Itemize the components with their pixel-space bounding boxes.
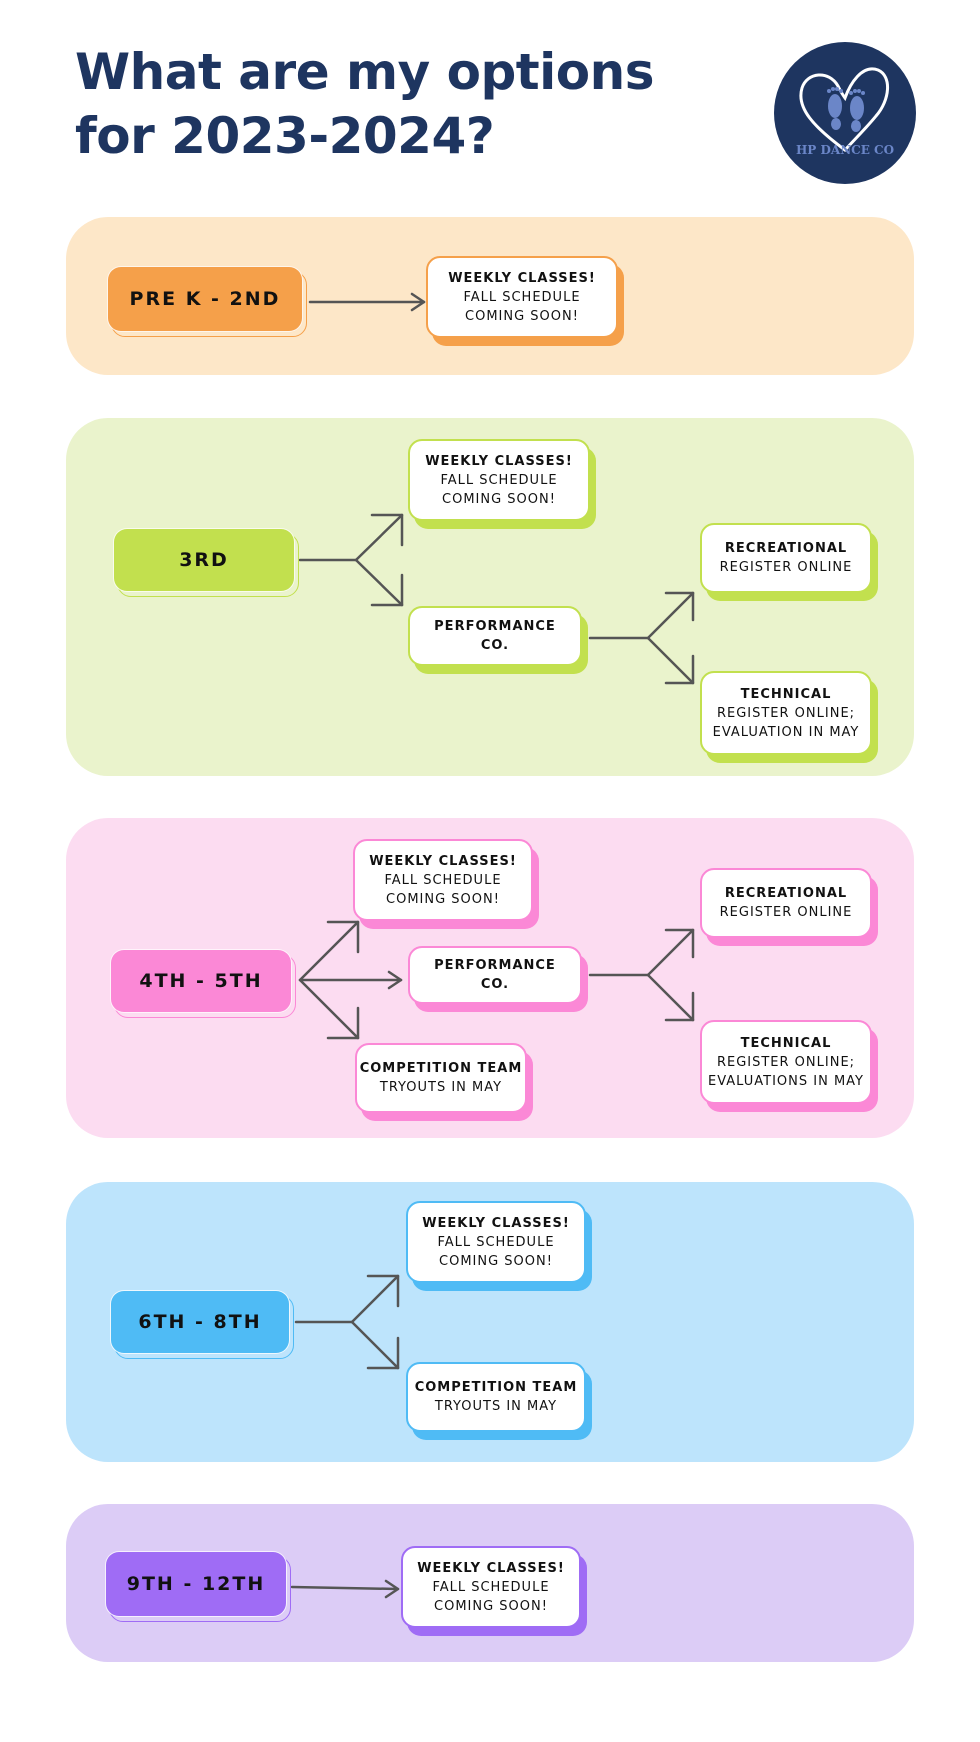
node-line-2: REGISTER ONLINE; <box>716 705 856 721</box>
node-line-3: COMING SOON! <box>439 1253 553 1269</box>
hp-dance-co-logo: HP DANCE CO <box>774 42 916 184</box>
node-line-1: WEEKLY CLASSES! <box>369 853 517 869</box>
node-line-3: COMING SOON! <box>386 891 500 907</box>
grade-label: PRE K - 2ND <box>129 288 281 310</box>
logo-text: HP DANCE CO <box>796 143 894 157</box>
node-4th-5th-weekly-classes: WEEKLY CLASSES! FALL SCHEDULE COMING SOO… <box>353 839 533 921</box>
node-line-2: FALL SCHEDULE <box>432 1579 550 1595</box>
node-3rd-recreational: RECREATIONAL REGISTER ONLINE <box>700 523 872 593</box>
title-line-1: What are my options <box>75 43 655 101</box>
node-4th-5th-technical: TECHNICAL REGISTER ONLINE; EVALUATIONS I… <box>700 1020 872 1104</box>
node-line-2: FALL SCHEDULE <box>384 872 502 888</box>
grade-label: 9TH - 12TH <box>126 1573 266 1595</box>
node-line-1: TECHNICAL <box>740 1035 832 1051</box>
node-line-3: COMING SOON! <box>465 308 579 324</box>
node-line-2: REGISTER ONLINE <box>719 560 853 575</box>
node-line-2: FALL SCHEDULE <box>437 1234 555 1250</box>
node-line-1: WEEKLY CLASSES! <box>422 1215 570 1231</box>
node-6th-8th-weekly-classes: WEEKLY CLASSES! FALL SCHEDULE COMING SOO… <box>406 1201 586 1283</box>
grade-tag-3rd: 3RD <box>113 528 295 592</box>
node-line-2: FALL SCHEDULE <box>440 472 558 488</box>
node-6th-8th-competition-team: COMPETITION TEAM TRYOUTS IN MAY <box>406 1362 586 1432</box>
node-line-3: COMING SOON! <box>434 1598 548 1614</box>
node-line-1: TECHNICAL <box>740 686 832 702</box>
node-line-3: EVALUATIONS IN MAY <box>707 1073 864 1089</box>
node-line-2: CO. <box>480 977 510 992</box>
node-line-2: REGISTER ONLINE <box>719 905 853 920</box>
node-line-1: WEEKLY CLASSES! <box>448 270 596 286</box>
node-line-3: EVALUATION IN MAY <box>712 724 860 740</box>
node-4th-5th-recreational: RECREATIONAL REGISTER ONLINE <box>700 868 872 938</box>
node-4th-5th-performance-co: PERFORMANCE CO. <box>408 946 582 1004</box>
node-line-2: TRYOUTS IN MAY <box>379 1080 503 1095</box>
node-line-1: RECREATIONAL <box>724 886 848 901</box>
node-line-2: CO. <box>480 638 510 653</box>
node-line-2: TRYOUTS IN MAY <box>434 1399 558 1414</box>
grade-tag-9th-12th: 9TH - 12TH <box>105 1551 287 1617</box>
node-line-1: COMPETITION TEAM <box>414 1380 578 1395</box>
grade-tag-prek-2nd: PRE K - 2ND <box>107 266 303 332</box>
node-3rd-performance-co: PERFORMANCE CO. <box>408 606 582 666</box>
title-line-2: for 2023-2024? <box>75 107 495 165</box>
grade-label: 4TH - 5TH <box>139 970 263 992</box>
node-line-2: FALL SCHEDULE <box>463 289 581 305</box>
grade-tag-6th-8th: 6TH - 8TH <box>110 1290 290 1354</box>
node-line-1: RECREATIONAL <box>724 541 848 556</box>
node-line-2: REGISTER ONLINE; <box>716 1054 856 1070</box>
node-4th-5th-competition-team: COMPETITION TEAM TRYOUTS IN MAY <box>355 1043 527 1113</box>
node-line-1: PERFORMANCE <box>434 958 556 973</box>
grade-label: 3RD <box>179 549 229 571</box>
node-3rd-technical: TECHNICAL REGISTER ONLINE; EVALUATION IN… <box>700 671 872 755</box>
grade-label: 6TH - 8TH <box>138 1311 262 1333</box>
node-line-1: WEEKLY CLASSES! <box>417 1560 565 1576</box>
page-title: What are my options for 2023-2024? <box>75 40 655 168</box>
node-prek-weekly-classes: WEEKLY CLASSES! FALL SCHEDULE COMING SOO… <box>426 256 618 338</box>
node-line-1: PERFORMANCE <box>434 619 556 634</box>
node-9th-12th-weekly-classes: WEEKLY CLASSES! FALL SCHEDULE COMING SOO… <box>401 1546 581 1628</box>
node-line-1: COMPETITION TEAM <box>359 1061 523 1076</box>
node-3rd-weekly-classes: WEEKLY CLASSES! FALL SCHEDULE COMING SOO… <box>408 439 590 521</box>
node-line-1: WEEKLY CLASSES! <box>425 453 573 469</box>
grade-tag-4th-5th: 4TH - 5TH <box>110 949 292 1013</box>
node-line-3: COMING SOON! <box>442 491 556 507</box>
